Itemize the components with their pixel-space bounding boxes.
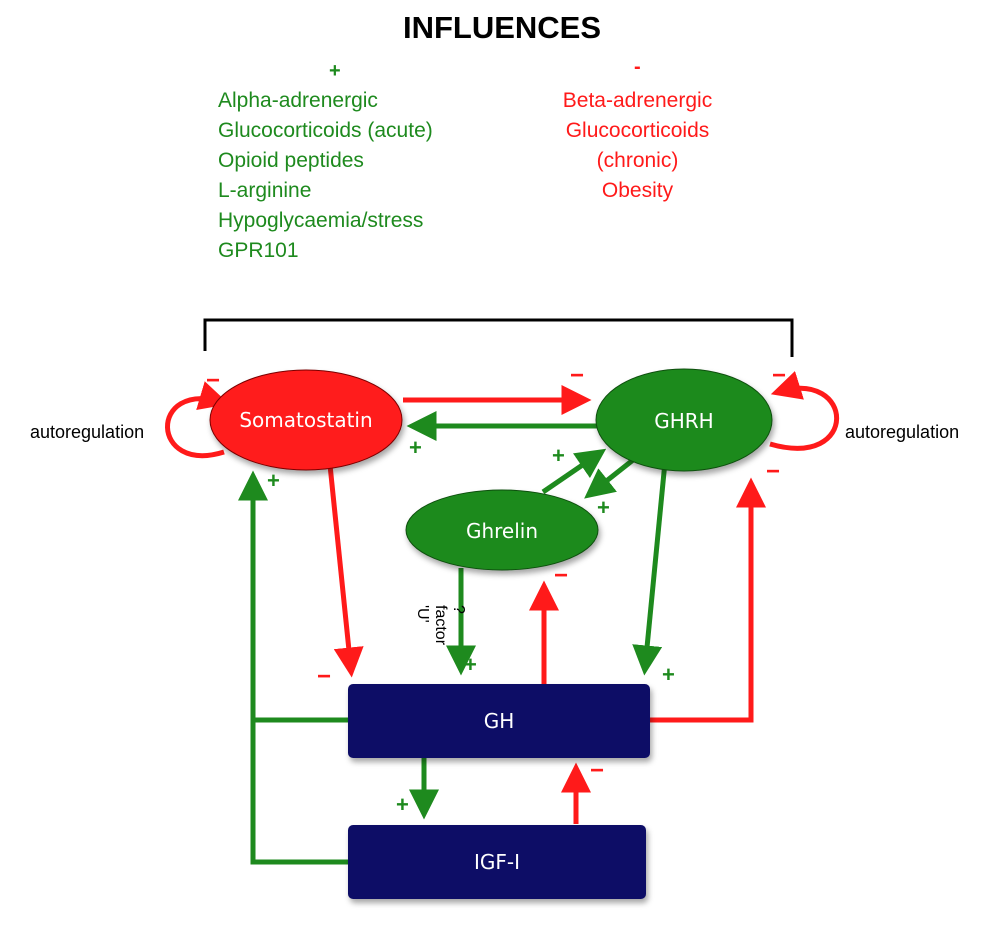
negative-sign: - [634, 56, 641, 78]
plus-sign: + [464, 652, 477, 677]
positive-influences-list: Alpha-adrenergic Glucocorticoids (acute)… [218, 86, 433, 266]
negative-item: (chronic) [596, 149, 679, 172]
igf-node [348, 825, 646, 899]
igf-label: IGF-I [474, 850, 520, 874]
positive-item: Glucocorticoids (acute) [218, 119, 433, 142]
plus-sign: + [597, 495, 610, 520]
minus-sign: − [570, 362, 584, 389]
minus-sign: − [317, 663, 331, 690]
minus-sign: − [766, 458, 780, 485]
negative-item: Beta-adrenergic [562, 89, 713, 112]
somatostatin-node [209, 369, 403, 471]
minus-sign: − [206, 367, 220, 394]
plus-sign: + [662, 662, 675, 687]
igf-to-somatostatin-feedback-arrow [238, 470, 348, 865]
autoregulation-left-label: autoregulation [30, 422, 144, 442]
u-factor-line: factor [432, 605, 449, 646]
minus-sign: − [554, 562, 568, 589]
ghrelin-node [405, 489, 599, 571]
positive-item: GPR101 [218, 239, 299, 262]
plus-sign: + [409, 435, 422, 460]
gh-label: GH [484, 709, 515, 733]
u-factor-line: 'U' [414, 605, 431, 623]
negative-item: Glucocorticoids [565, 119, 710, 142]
positive-item: Hypoglycaemia/stress [218, 209, 424, 232]
plus-sign: + [552, 443, 565, 468]
positive-item: L-arginine [218, 179, 312, 202]
ghrh-to-gh-arrow [632, 461, 668, 676]
somatostatin-autoregulation-loop [165, 381, 230, 459]
ghrh-to-ghrelin-arrow [584, 458, 635, 499]
positive-item: Opioid peptides [218, 149, 364, 172]
plus-sign: + [396, 792, 409, 817]
u-factor-label: 'U' factor ? [414, 605, 467, 646]
positive-sign: + [329, 60, 341, 82]
positive-item: Alpha-adrenergic [218, 89, 378, 112]
diagram-title: INFLUENCES [402, 10, 602, 45]
negative-item: Obesity [601, 179, 674, 202]
plus-sign: + [267, 468, 280, 493]
bracket-line [203, 318, 794, 357]
negative-influences-list: Beta-adrenergic Glucocorticoids (chronic… [505, 86, 770, 206]
u-factor-line: ? [450, 605, 467, 614]
ghrelin-to-ghrh-arrow [541, 448, 607, 495]
ghrh-autoregulation-loop [769, 371, 839, 451]
gh-to-ghrh-feedback-arrow [650, 477, 766, 723]
somatostatin-label: Somatostatin [239, 408, 372, 432]
somatostatin-to-gh-arrow [327, 464, 364, 678]
ghrelin-label: Ghrelin [466, 519, 538, 543]
minus-sign: − [590, 757, 604, 784]
ghrh-node [595, 368, 773, 472]
autoregulation-right-label: autoregulation [845, 422, 959, 442]
ghrh-label: GHRH [654, 409, 713, 433]
minus-sign: − [772, 362, 786, 389]
gh-node [348, 684, 650, 758]
